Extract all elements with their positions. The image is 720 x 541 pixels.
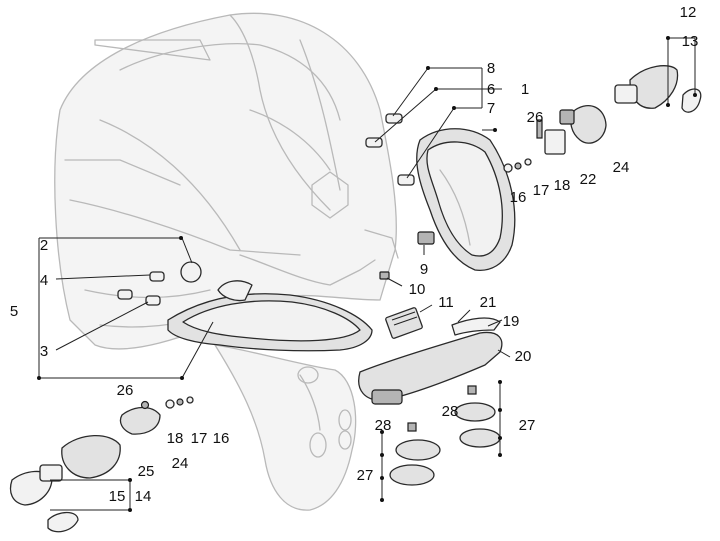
callout-14: 14: [135, 488, 152, 505]
callout-16-right: 16: [510, 189, 527, 206]
callout-20: 20: [515, 348, 532, 365]
reflector-brackets: [371, 385, 501, 486]
tail-light: [117, 261, 373, 352]
callout-6: 6: [487, 81, 495, 98]
callout-13: 13: [682, 33, 699, 50]
callout-11: 11: [438, 294, 454, 311]
callout-16-left: 16: [213, 430, 230, 447]
headlight-bulbs: [365, 113, 415, 280]
callout-18-left: 18: [167, 430, 184, 447]
callout-10: 10: [409, 281, 426, 298]
callout-3: 3: [40, 343, 48, 360]
callout-27-left: 27: [357, 467, 374, 484]
callout-12: 12: [680, 4, 697, 21]
leader-dots: [37, 36, 697, 512]
callout-24-right: 24: [613, 159, 630, 176]
leader-lines: [38, 37, 696, 511]
callout-28-upper: 28: [442, 403, 459, 420]
callout-2: 2: [40, 237, 48, 254]
callout-26-left: 26: [117, 382, 134, 399]
callout-21: 21: [480, 294, 497, 311]
callout-27-right: 27: [519, 417, 536, 434]
headlight-assembly: [416, 128, 516, 271]
callout-25: 25: [138, 463, 155, 480]
callout-26-right: 26: [527, 109, 544, 126]
left-turn-signal: [9, 396, 194, 533]
callout-17-right: 17: [533, 182, 550, 199]
callout-19: 19: [503, 313, 520, 330]
callout-5: 5: [10, 303, 18, 320]
right-turn-signal: [503, 65, 702, 173]
callout-15: 15: [109, 488, 126, 505]
callout-17-left: 17: [191, 430, 208, 447]
callout-4: 4: [40, 272, 48, 289]
callout-18-right: 18: [554, 177, 571, 194]
scooter-body-outline: [54, 12, 399, 511]
callout-22: 22: [580, 171, 597, 188]
callout-28-lower: 28: [375, 417, 392, 434]
callout-24-left: 24: [172, 455, 189, 472]
callout-1: 1: [521, 81, 529, 98]
callout-7: 7: [487, 100, 495, 117]
callout-8: 8: [487, 60, 495, 77]
license-plate-holder: [358, 317, 503, 401]
callout-labels: 8 6 1 7 12 13 26 24 22 18 17 16 9 10 11 …: [10, 4, 699, 505]
callout-9: 9: [420, 261, 428, 278]
license-plate-light: [385, 307, 423, 339]
